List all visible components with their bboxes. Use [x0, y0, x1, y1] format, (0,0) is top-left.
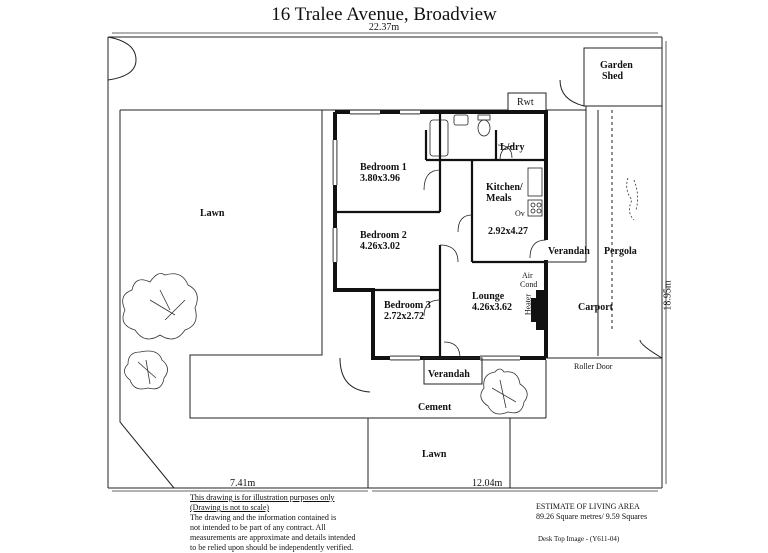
estimate-value: 89.26 Square metres/ 9.59 Squares	[536, 512, 648, 521]
bottom-left-dimension: 7.41m	[230, 478, 256, 489]
roller-door-label: Roller Door	[574, 362, 613, 371]
oven-label: Ov	[515, 209, 525, 218]
garden-shed	[559, 47, 663, 107]
verandah-side-label: Verandah	[548, 246, 590, 257]
carport-area	[546, 110, 663, 359]
tree-icon	[122, 177, 638, 415]
page-title: 16 Tralee Avenue, Broadview	[271, 4, 497, 25]
living-area-estimate: ESTIMATE OF LIVING AREA 89.26 Square met…	[536, 502, 647, 522]
property-boundary	[107, 36, 663, 489]
top-width-dimension: 22.37m	[368, 22, 400, 33]
pergola-label: Pergola	[604, 246, 637, 257]
rwt-label: Rwt	[517, 97, 534, 108]
lounge-size: 4.26x3.62	[472, 302, 512, 313]
disclaimer-line: not intended to be part of any contract.…	[190, 523, 326, 532]
window-lines	[332, 109, 520, 361]
bedroom2-name: Bedroom 2	[360, 230, 407, 241]
dimension-lines	[112, 32, 667, 492]
air-cond-label-2: Cond	[520, 280, 538, 289]
disclaimer-line: (Drawing is not to scale)	[190, 503, 270, 512]
bedroom3-name: Bedroom 3	[384, 300, 431, 311]
disclaimer-line: to be relied upon should be independentl…	[190, 543, 354, 552]
air-cond-label: Air	[522, 271, 533, 280]
lawn-label-bottom: Lawn	[422, 449, 447, 460]
bedroom2-size: 4.26x3.02	[360, 241, 400, 252]
estimate-heading: ESTIMATE OF LIVING AREA	[536, 502, 640, 511]
bathroom-fixtures	[429, 114, 543, 217]
kitchen-name-2: Meals	[486, 193, 512, 204]
kitchen-size: 2.92x4.27	[488, 226, 528, 237]
laundry-label: L/dry	[500, 142, 525, 153]
inner-walls	[335, 112, 546, 358]
bedroom1-name: Bedroom 1	[360, 162, 407, 173]
lawn-label-top: Lawn	[200, 208, 225, 219]
door-swings	[423, 145, 547, 359]
disclaimer: This drawing is for illustration purpose…	[190, 493, 356, 553]
disclaimer-line: The drawing and the information containe…	[190, 513, 337, 522]
heater-block	[536, 290, 546, 330]
verandah-front-label: Verandah	[428, 369, 470, 380]
lawn-outline	[119, 106, 587, 489]
bedroom3-size: 2.72x2.72	[384, 311, 424, 322]
disclaimer-line: This drawing is for illustration purpose…	[190, 493, 335, 502]
disclaimer-line: measurements are approximate and details…	[190, 533, 356, 542]
front-verandah	[339, 357, 483, 393]
kitchen-name: Kitchen/	[486, 182, 523, 193]
bottom-right-dimension: 12.04m	[472, 478, 503, 489]
bedroom1-size: 3.80x3.96	[360, 173, 400, 184]
side-depth-dimension: 18.95m	[662, 280, 674, 311]
cement-label: Cement	[418, 402, 452, 413]
carport-label: Carport	[578, 302, 613, 313]
footer-code: Desk Top Image - (Y611-04)	[538, 535, 620, 543]
windows	[333, 110, 520, 360]
heater-label: Heater	[523, 293, 533, 316]
lounge-name: Lounge	[472, 291, 505, 302]
garden-shed-label-2: Shed	[602, 71, 624, 82]
garden-shed-label: Garden	[600, 60, 633, 71]
